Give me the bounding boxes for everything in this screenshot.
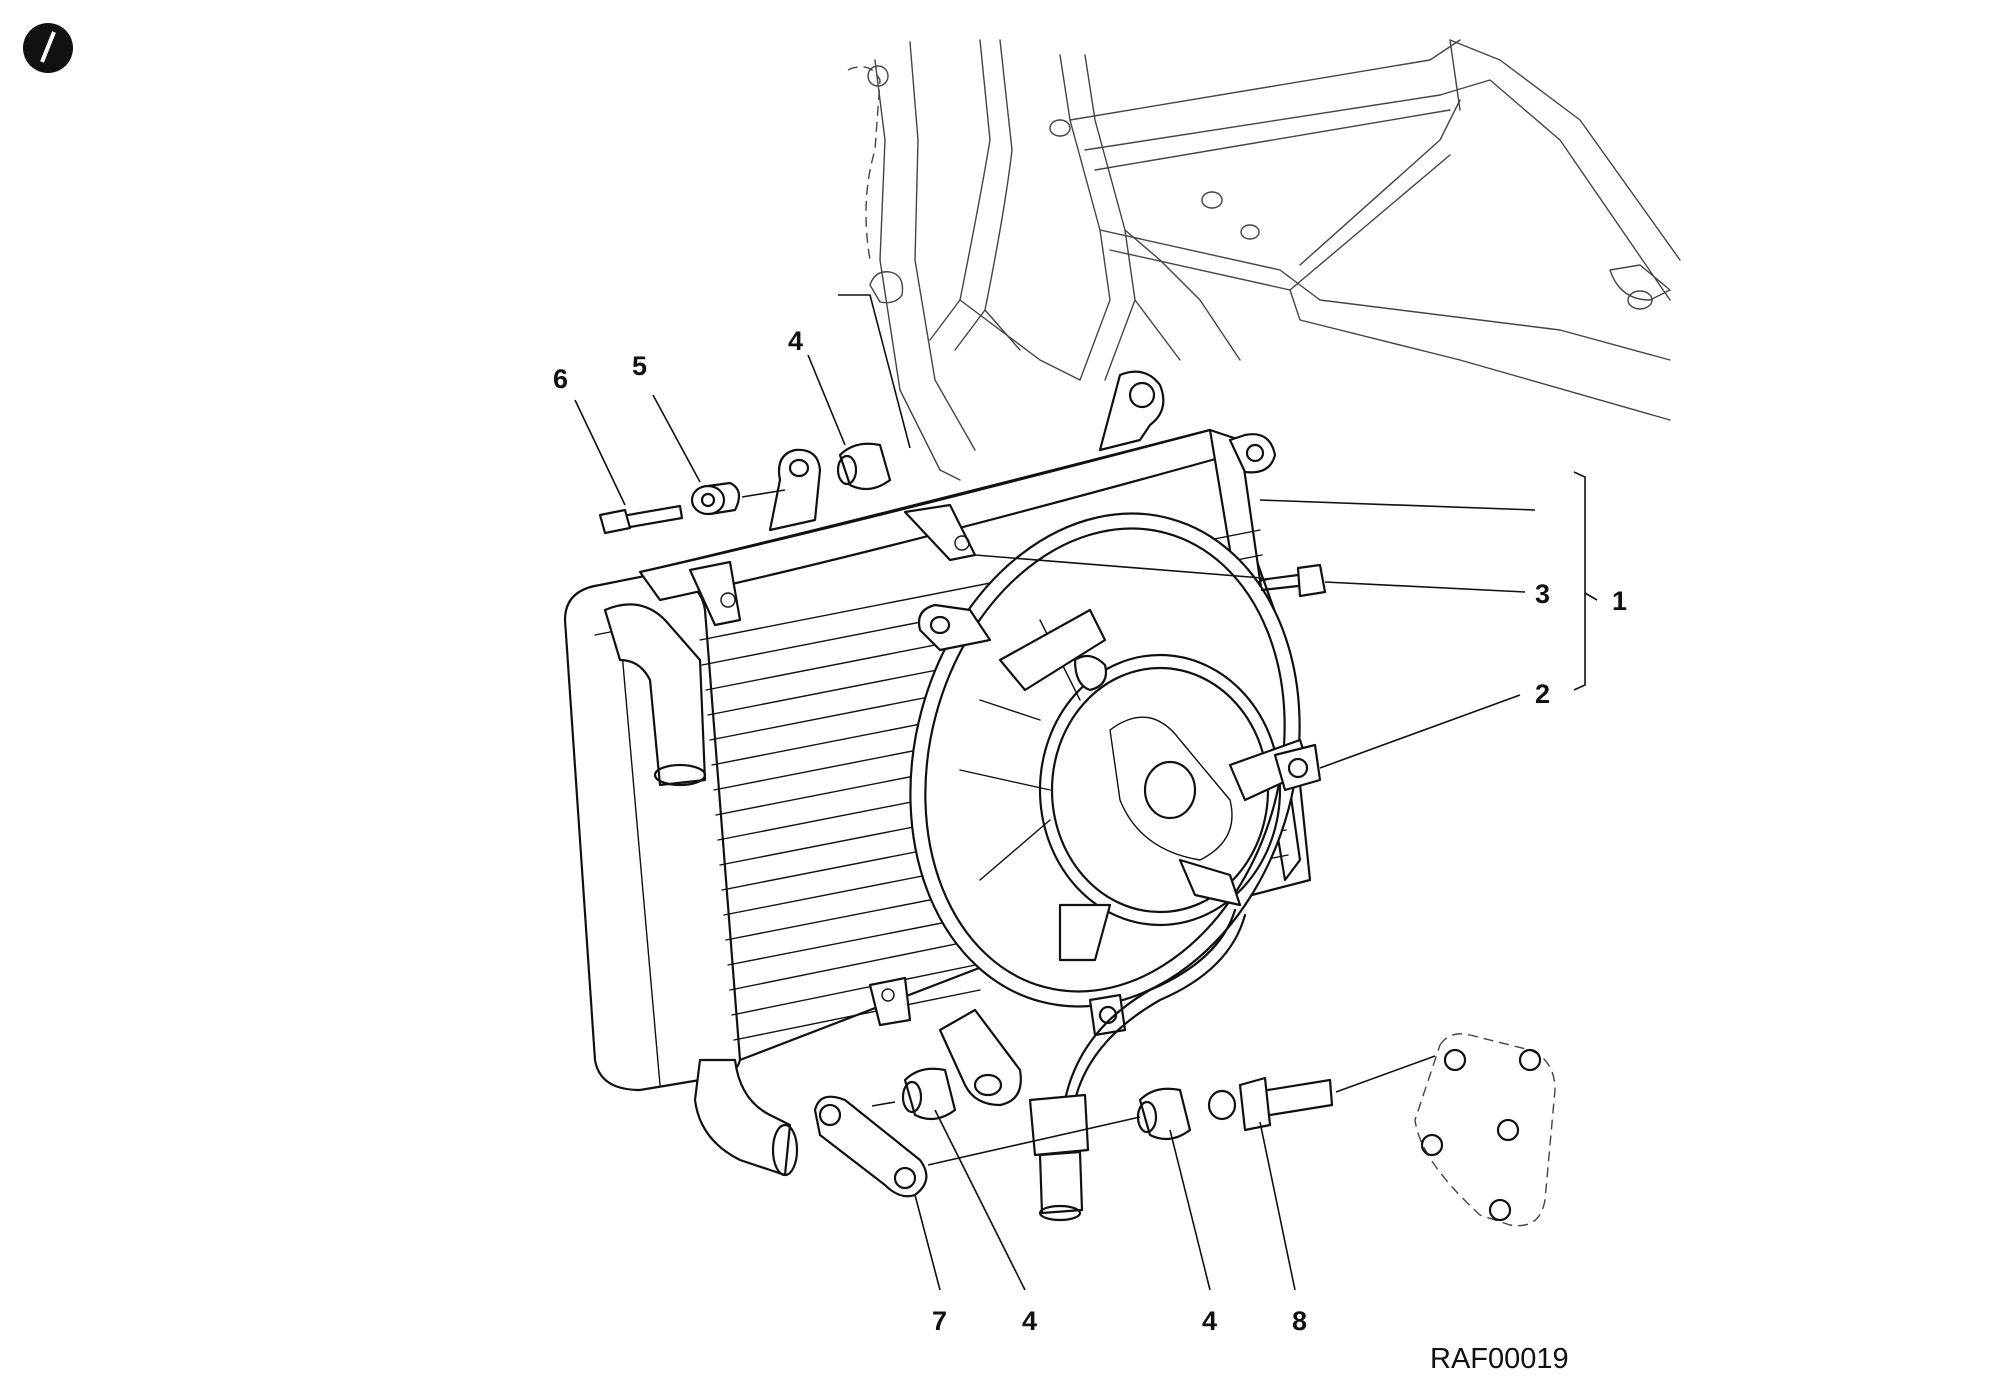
- screw-3: [1258, 563, 1327, 598]
- callout-8: 8: [1292, 1306, 1307, 1336]
- callout-2: 2: [1535, 679, 1550, 709]
- grommet-4-lower-right: [1136, 1087, 1192, 1141]
- stud-8: [1207, 1076, 1334, 1132]
- cooling-fan: [909, 512, 1322, 1222]
- callout-4-bottom-left: 4: [1022, 1306, 1037, 1336]
- callout-3: 3: [1535, 579, 1550, 609]
- callout-4-bottom-right: 4: [1202, 1306, 1217, 1336]
- callout-4-top: 4: [788, 326, 803, 356]
- callout-6: 6: [553, 364, 568, 394]
- grommet-4-top: [836, 442, 892, 491]
- reference-code: RAF00019: [1430, 1343, 1569, 1375]
- screw-6: [598, 504, 684, 535]
- engine-bracket: [1414, 1033, 1556, 1227]
- callout-1: 1: [1612, 586, 1627, 616]
- leader-lines: [574, 294, 1598, 1291]
- callout-5: 5: [632, 351, 647, 381]
- link-plate-7: [813, 1095, 928, 1198]
- callout-7: 7: [932, 1306, 947, 1336]
- motorcycle-frame: [847, 39, 1681, 481]
- spacer-5: [690, 481, 741, 516]
- grommet-4-lower-left: [901, 1067, 957, 1121]
- page-marker-icon: [23, 23, 73, 73]
